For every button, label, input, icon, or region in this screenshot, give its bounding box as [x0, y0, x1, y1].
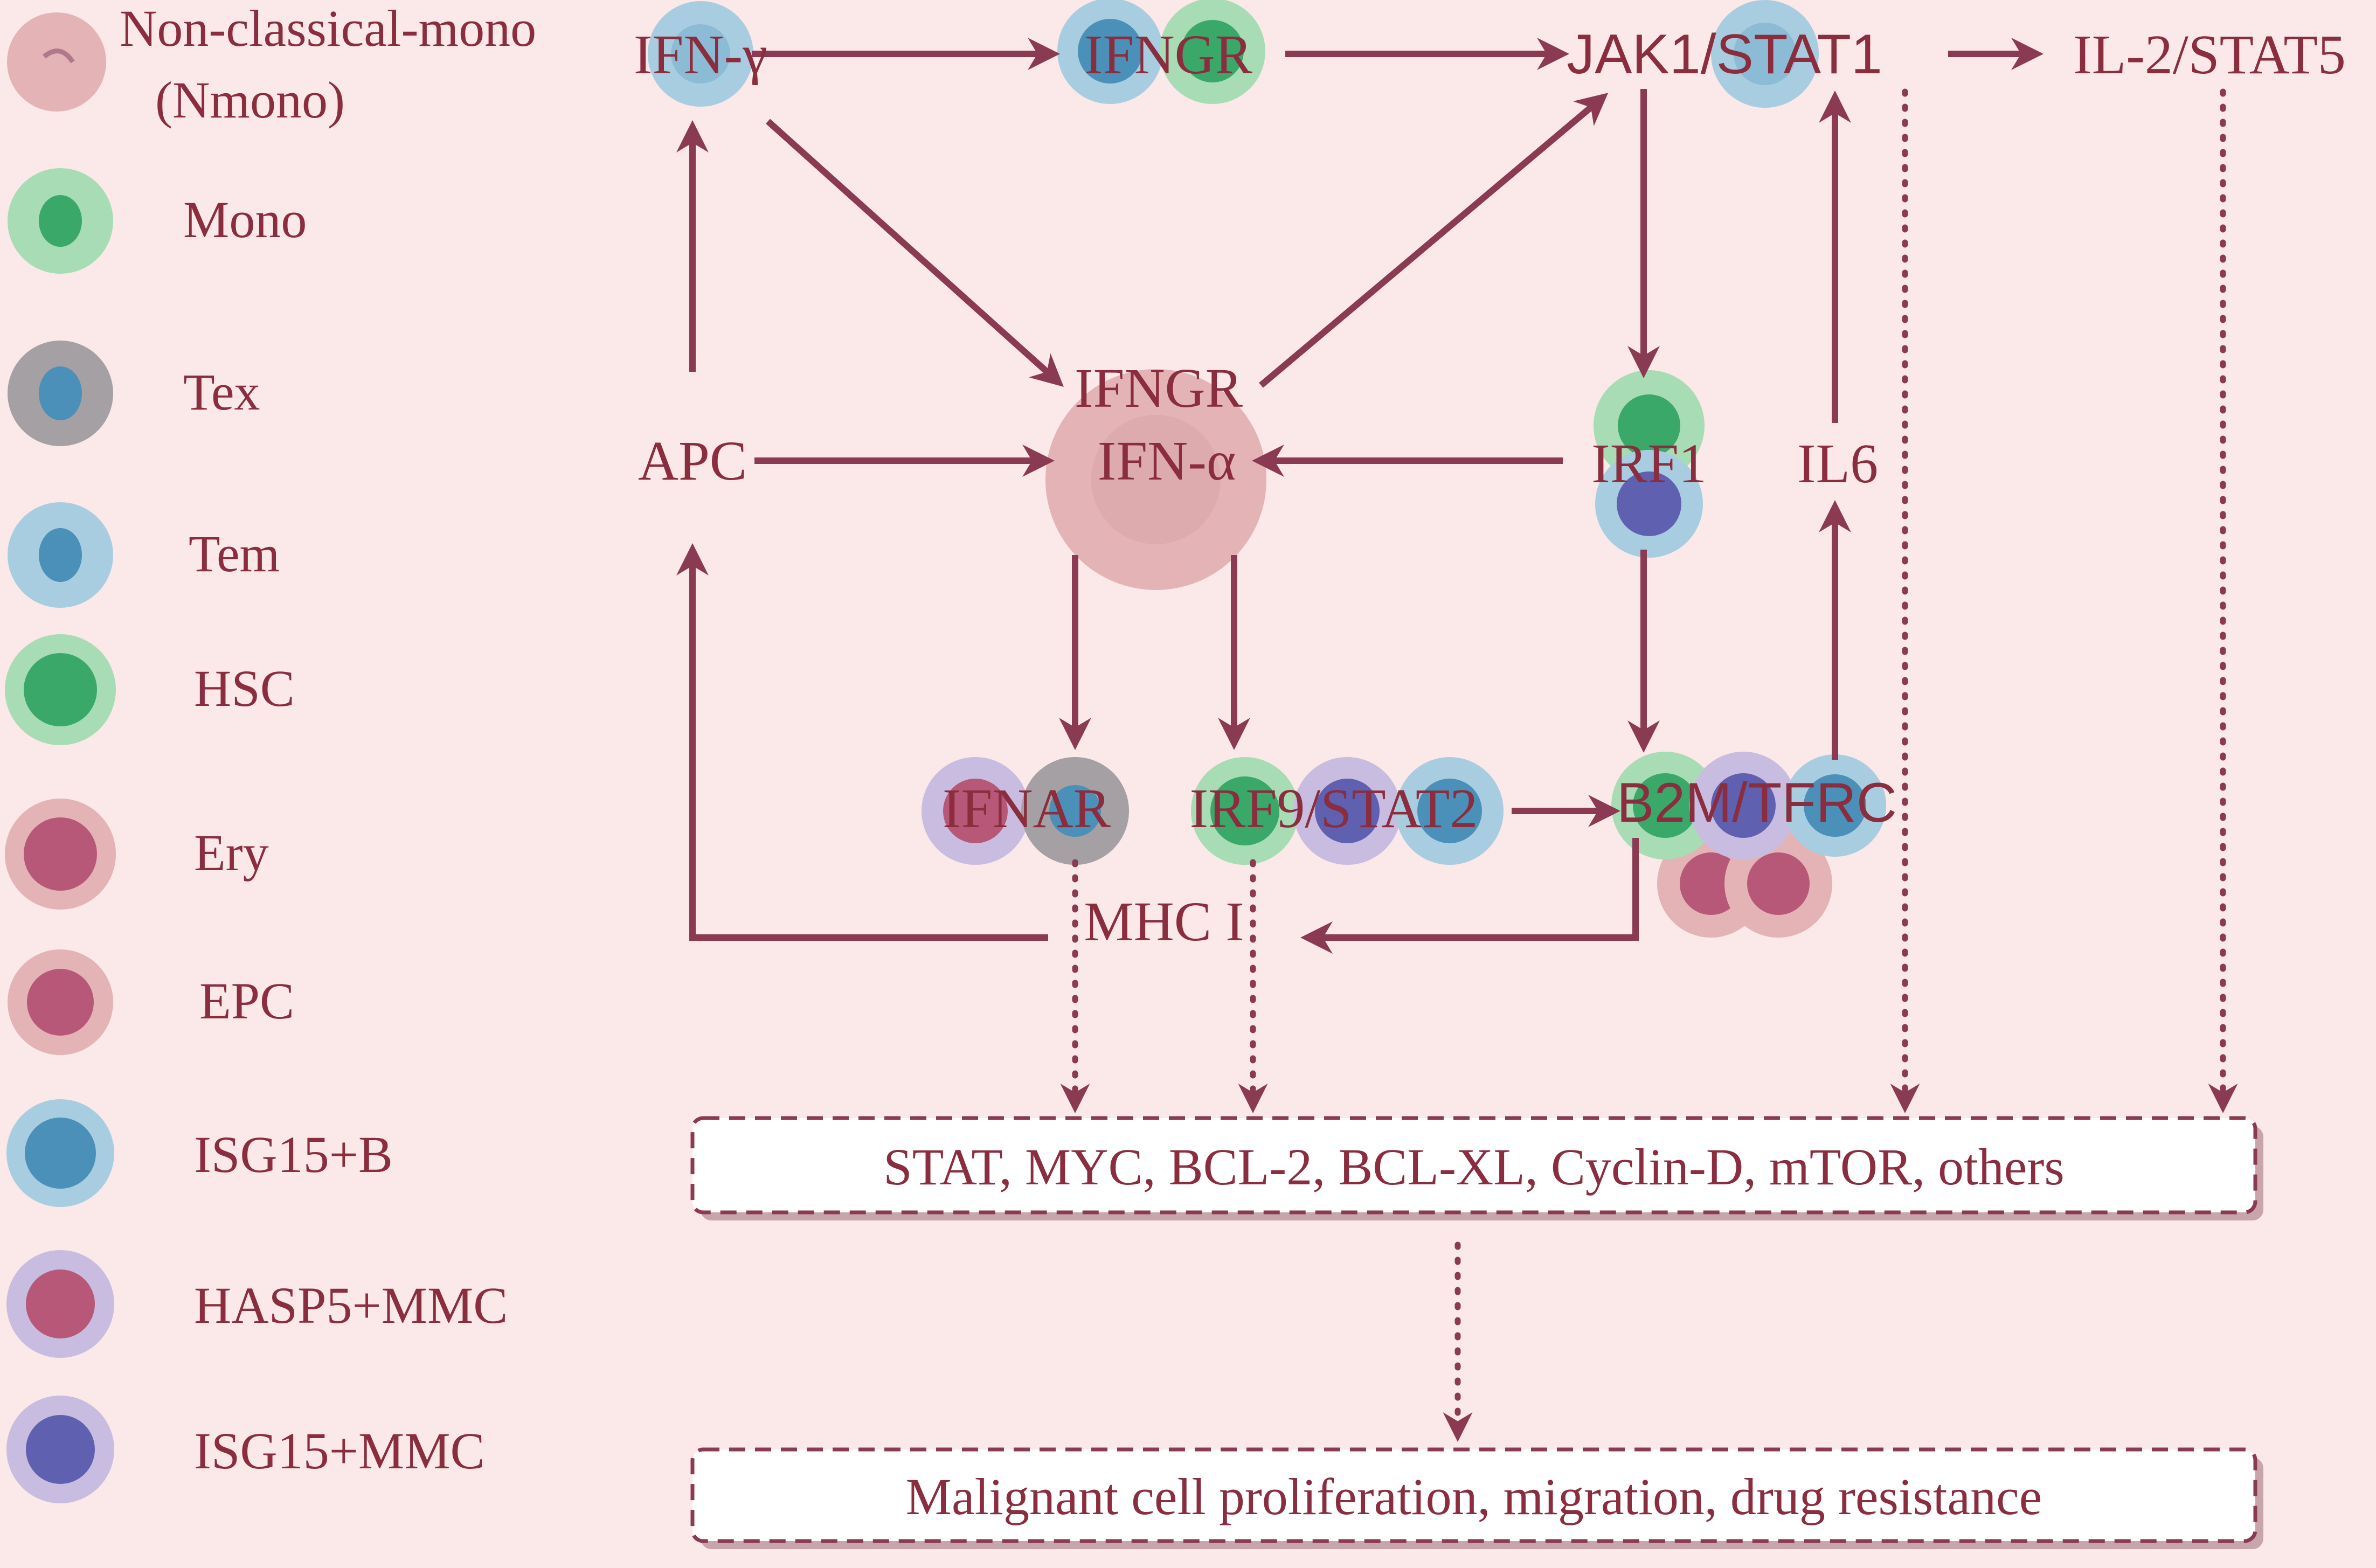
legend-item-tex: Tex [8, 341, 260, 446]
epc-nucleus-icon [27, 969, 94, 1036]
node-label-ifngr-top: IFNGR [1084, 24, 1253, 86]
dotted-arrows [1060, 88, 2238, 1442]
legend-label-isg15b: ISG15+B [194, 1126, 393, 1183]
node-label-il2-stat5: IL-2/STAT5 [2073, 24, 2346, 86]
outcome-box: Malignant cell proliferation, migration,… [690, 1447, 2263, 1549]
arrow-mhc1-to-apc [676, 543, 1048, 941]
legend-label-mono: Mono [183, 191, 307, 248]
b2m-ery-nucleus-icon [1680, 852, 1742, 915]
solid-arrows [676, 38, 2044, 954]
legend-item-tem: Tem [8, 502, 280, 608]
irf9-hsc-nucleus-icon [1210, 776, 1279, 845]
legend-item-nmono: Non-classical-mono (Nmono) [7, 0, 536, 129]
node-label-irf9-stat2: IRF9/STAT2 [1190, 778, 1478, 839]
hsc-nucleus-icon [24, 653, 97, 726]
nmono-nucleus-icon [43, 48, 75, 64]
arrow-ifn-gamma-to-ifngr-mid [765, 119, 1064, 387]
b2m-isg15mmc-nucleus-icon [1711, 773, 1776, 838]
ifnar-tex-nucleus-icon [1049, 785, 1101, 837]
irf1-isg15mmc-nucleus-icon [1617, 471, 1681, 536]
node-labels: IFN-γ IFNGR JAK1/STAT1 IL-2/STAT5 IFNGR … [634, 23, 2346, 953]
tex-nucleus-icon [39, 366, 82, 420]
isg15b-nucleus-icon [25, 1118, 96, 1189]
node-label-b2m-tfrc: B2M/TFRC [1617, 772, 1897, 834]
legend-item-mono: Mono [8, 168, 307, 274]
irf9-isg15mmc-nucleus-icon [1315, 779, 1380, 843]
legend-label-tex: Tex [183, 363, 260, 421]
node-cell-icons [648, 0, 1886, 938]
irf9-tem-nucleus-icon [1417, 779, 1482, 843]
arrow-b2m-to-mhc1 [1300, 838, 1639, 954]
node-label-irf1: IRF1 [1591, 433, 1707, 495]
tem-nucleus-icon [39, 528, 82, 582]
node-label-mhc1: MHC I [1084, 891, 1244, 953]
legend-label-isg15mmc: ISG15+MMC [194, 1422, 485, 1480]
b2m-tem-nucleus-icon [1804, 774, 1866, 837]
targets-box-text: STAT, MYC, BCL-2, BCL-XL, Cyclin-D, mTOR… [883, 1138, 2064, 1196]
ifnar-hasp5-nucleus-icon [943, 779, 1008, 843]
node-label-jak1-stat1: JAK1/STAT1 [1567, 23, 1882, 86]
isg15mmc-nucleus-icon [26, 1415, 95, 1484]
hasp5-nucleus-icon [26, 1269, 95, 1338]
legend-label-hasp5: HASP5+MMC [194, 1276, 508, 1334]
ifngr-tem-nucleus-icon [1078, 19, 1142, 84]
legend-item-hsc: HSC [5, 634, 295, 745]
node-label-apc: APC [638, 430, 747, 492]
irf1-mono-nucleus-icon [1618, 394, 1680, 457]
legend-label-epc: EPC [199, 972, 294, 1030]
legend-item-isg15b: ISG15+B [6, 1099, 393, 1207]
node-label-ifnar: IFNAR [943, 778, 1111, 839]
b2m-epc-nucleus-icon [1747, 852, 1810, 915]
jak1-tem-nucleus-icon [1734, 23, 1796, 85]
legend-label-nmono-line2: (Nmono) [155, 71, 345, 129]
targets-box-frame [690, 1116, 2257, 1215]
targets-box: STAT, MYC, BCL-2, BCL-XL, Cyclin-D, mTOR… [690, 1116, 2263, 1220]
node-label-il6: IL6 [1797, 433, 1878, 495]
node-label-ifngr-mid: IFNGR [1075, 357, 1243, 419]
ery-nucleus-icon [24, 817, 97, 891]
legend-label-ery: Ery [194, 824, 269, 882]
legend-label-hsc: HSC [194, 660, 295, 717]
outcome-box-text: Malignant cell proliferation, migration,… [906, 1468, 2042, 1525]
ifn-alpha-nmono-nucleus-icon [1091, 415, 1221, 544]
b2m-mono-nucleus-icon [1633, 773, 1698, 838]
legend-item-hasp5: HASP5+MMC [6, 1250, 508, 1358]
mono-nucleus-icon [39, 195, 82, 247]
legend-label-tem: Tem [189, 525, 280, 582]
outcome-box-frame [690, 1447, 2257, 1543]
legend-item-isg15mmc: ISG15+MMC [6, 1396, 485, 1503]
nmono-cell-icon [7, 12, 106, 112]
arrow-ifngr-mid-to-jak1 [1259, 93, 1609, 388]
legend-item-epc: EPC [8, 949, 294, 1055]
legend: Non-classical-mono (Nmono) Mono Tex Tem … [5, 0, 536, 1503]
ifngr-mono-nucleus-icon [1181, 20, 1244, 82]
node-label-ifn-gamma: IFN-γ [634, 24, 767, 86]
node-label-ifn-alpha: IFN-α [1098, 430, 1236, 492]
legend-label-nmono-line1: Non-classical-mono [120, 0, 536, 57]
ifn-gamma-tem-nucleus-icon [671, 24, 730, 84]
legend-item-ery: Ery [5, 799, 269, 910]
